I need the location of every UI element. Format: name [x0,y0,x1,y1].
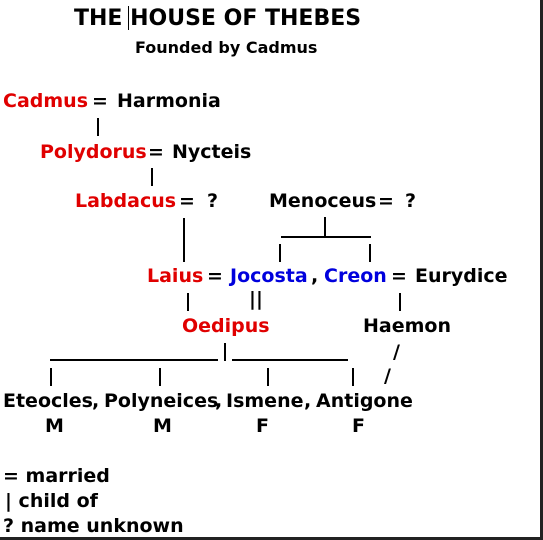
person-jocosta: Jocosta [230,265,308,287]
child-line [50,368,52,386]
sibling-bar [281,236,371,238]
person-ismene: Ismene [226,390,304,412]
sex-label: M [153,415,172,437]
child-line [352,368,354,386]
person-polyneices: Polyneices [104,390,219,412]
text-cursor [128,6,129,30]
person-harmonia: Harmonia [117,90,221,112]
diagram-subtitle: Founded by Cadmus [135,38,318,57]
child-line [183,218,185,262]
separator: , [215,390,223,412]
person-eurydice: Eurydice [415,265,508,287]
child-line [97,118,99,136]
betrothal-line: / [384,365,391,387]
person-labdacus: Labdacus [75,190,177,212]
child-line [151,168,153,186]
betrothal-line: / [393,341,400,363]
sex-label: M [45,415,64,437]
separator: , [92,390,100,412]
person-nycteis: Nycteis [172,141,252,163]
child-line [279,244,281,262]
child-line [324,217,326,237]
child-line [187,293,189,311]
separator: , [304,390,312,412]
children-bar-left [50,359,218,361]
married-sign: = [179,190,195,212]
window-edge-bottom [0,537,543,540]
person-haemon: Haemon [363,315,451,337]
separator: , [311,265,319,287]
sex-label: F [352,415,365,437]
married-sign: = [92,90,108,112]
person-eteocles: Eteocles [3,390,93,412]
legend-name-unknown: ? name unknown [3,515,184,537]
window-edge-right [540,0,543,540]
legend-married: = married [3,465,110,487]
child-line [159,368,161,386]
child-line [399,293,401,311]
child-line [369,244,371,262]
child-line [267,368,269,386]
married-sign: = [148,141,164,163]
married-sign: = [378,190,394,212]
person-cadmus: Cadmus [3,90,88,112]
person-menoceus: Menoceus [269,190,377,212]
diagram-title: THE HOUSE OF THEBES [74,6,362,31]
person-polydorus: Polydorus [40,141,147,163]
unknown-spouse: ? [405,190,417,212]
married-sign: = [391,265,407,287]
legend-child-of: | child of [5,490,98,512]
child-line [224,343,226,361]
married-sign: = [207,265,223,287]
unknown-spouse: ? [207,190,219,212]
person-laius: Laius [147,265,204,287]
children-bar-right [232,359,348,361]
incest-marriage-sign: || [249,288,263,310]
person-antigone: Antigone [316,390,413,412]
person-creon: Creon [324,265,387,287]
person-oedipus: Oedipus [182,315,270,337]
sex-label: F [256,415,269,437]
